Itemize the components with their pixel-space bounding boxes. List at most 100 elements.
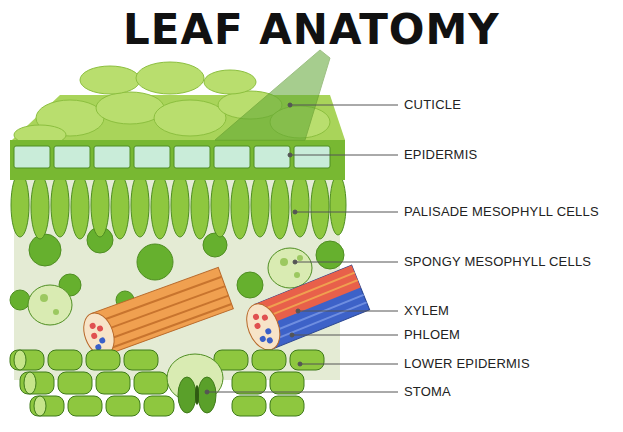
leader-lines-part xyxy=(300,364,398,365)
xylem-bundle-left xyxy=(78,267,233,359)
leader-lines xyxy=(205,103,398,394)
lower-epidermis-part xyxy=(124,350,158,370)
epidermis-layer xyxy=(10,140,345,180)
palisade-mesophyll-part xyxy=(251,173,269,237)
leader-lines-part xyxy=(290,105,398,106)
lower-epidermis-part xyxy=(232,396,266,416)
part-label: XYLEM xyxy=(404,303,449,319)
epidermis-layer-part xyxy=(14,146,330,168)
lower-epidermis-part xyxy=(270,396,304,416)
part-label: PHLOEM xyxy=(404,327,460,343)
back-panel-part xyxy=(14,165,340,380)
leader-lines-part xyxy=(295,212,398,213)
vascular-bundle-right-part xyxy=(260,280,357,319)
palisade-mesophyll-part xyxy=(191,175,209,239)
part-label: EPIDERMIS xyxy=(404,147,477,163)
lower-epidermis-part xyxy=(290,350,324,370)
vascular-bundle-right-part xyxy=(254,322,262,330)
lower-epidermis-part xyxy=(30,396,64,416)
lower-epidermis-part xyxy=(20,372,54,394)
spongy-mesophyll-part xyxy=(137,244,173,280)
epidermis-layer-part-part xyxy=(14,146,50,168)
palisade-mesophyll-part xyxy=(111,175,129,239)
leader-lines-part xyxy=(293,260,297,264)
lower-epidermis-part xyxy=(270,372,304,394)
lower-epidermis-part xyxy=(48,350,82,370)
palisade-mesophyll-part xyxy=(171,173,189,237)
leader-lines-part xyxy=(293,210,297,214)
palisade-mesophyll-part xyxy=(11,173,29,237)
spongy-mesophyll-part xyxy=(237,272,263,298)
xylem-bundle-left-part xyxy=(98,286,225,332)
upper-surface-part-part xyxy=(80,66,140,94)
leader-lines-part xyxy=(207,392,398,393)
lower-epidermis-part xyxy=(232,372,266,394)
palisade-mesophyll-part xyxy=(131,173,149,237)
spongy-mesophyll-part xyxy=(10,290,30,310)
upper-surface-part-part xyxy=(154,100,226,136)
lower-epidermis-part xyxy=(144,396,174,416)
part-label: STOMA xyxy=(404,384,451,400)
vascular-bundle-right xyxy=(240,265,369,354)
part-label: PALISADE MESOPHYLL CELLS xyxy=(404,204,599,220)
spongy-mesophyll-part xyxy=(280,258,288,266)
leader-lines-part xyxy=(288,153,292,157)
xylem-bundle-left-part xyxy=(90,332,98,340)
leader-lines-part xyxy=(292,335,398,336)
vascular-bundle-right-part xyxy=(261,314,269,322)
spongy-mesophyll-part xyxy=(297,255,303,261)
epidermis-layer-part-part xyxy=(134,146,170,168)
palisade-mesophyll-part xyxy=(311,175,329,239)
epidermis-layer-part-part xyxy=(294,146,330,168)
vascular-bundle-right-part xyxy=(266,295,363,334)
palisade-mesophyll-part xyxy=(211,173,229,237)
lower-epidermis-part xyxy=(10,350,44,370)
lower-epidermis-part xyxy=(34,396,46,416)
vascular-bundle-right-part xyxy=(266,336,274,344)
lower-epidermis-part xyxy=(134,372,168,394)
palisade-mesophyll-part xyxy=(51,173,69,237)
leader-lines-part xyxy=(298,311,398,312)
xylem-bundle-left-part xyxy=(102,296,229,342)
palisade-mesophyll-part xyxy=(330,175,346,235)
spongy-mesophyll-part xyxy=(53,309,59,315)
spongy-mesophyll-part xyxy=(203,233,227,257)
vascular-bundle-right-part xyxy=(269,302,366,341)
upper-surface-part-part xyxy=(136,62,204,94)
epidermis-layer-part-part xyxy=(54,146,90,168)
upper-surface-part-part xyxy=(204,70,256,94)
xylem-bundle-left-part xyxy=(96,325,104,333)
stoma-part xyxy=(178,377,196,413)
spongy-mesophyll-part xyxy=(316,241,344,269)
xylem-bundle-left-part xyxy=(98,337,106,345)
palisade-mesophyll-part xyxy=(91,173,109,237)
part-label: SPONGY MESOPHYLL CELLS xyxy=(404,254,591,270)
palisade-mesophyll-part xyxy=(271,175,289,239)
palisade-mesophyll xyxy=(11,173,346,239)
vascular-bundle-right-part xyxy=(252,313,260,321)
epidermis-layer-part xyxy=(10,140,345,180)
spongy-mesophyll-part xyxy=(40,294,48,302)
lower-epidermis xyxy=(10,350,324,416)
stoma-part xyxy=(198,377,216,413)
vascular-bundle-right-part xyxy=(259,335,267,343)
palisade-mesophyll-part xyxy=(231,175,249,239)
vascular-bundle-right-part xyxy=(264,327,272,335)
epidermis-layer-part-part xyxy=(174,146,210,168)
stoma-part xyxy=(195,385,199,405)
leader-lines-part xyxy=(296,309,300,313)
lower-epidermis-part xyxy=(86,350,120,370)
stoma xyxy=(167,354,223,413)
xylem-bundle-left-part xyxy=(105,304,232,350)
part-label: CUTICLE xyxy=(404,97,461,113)
palisade-mesophyll-part xyxy=(31,175,49,239)
lower-epidermis-part xyxy=(252,350,286,370)
leader-lines-part xyxy=(290,155,398,156)
palisade-mesophyll-part xyxy=(291,173,309,237)
leader-lines-part xyxy=(288,103,292,107)
lower-epidermis-part xyxy=(58,372,92,394)
spongy-mesophyll-part xyxy=(294,272,300,278)
palisade-mesophyll-part xyxy=(151,175,169,239)
spongy-mesophyll-part xyxy=(29,234,61,266)
cuticle-sheet-part xyxy=(215,50,330,140)
